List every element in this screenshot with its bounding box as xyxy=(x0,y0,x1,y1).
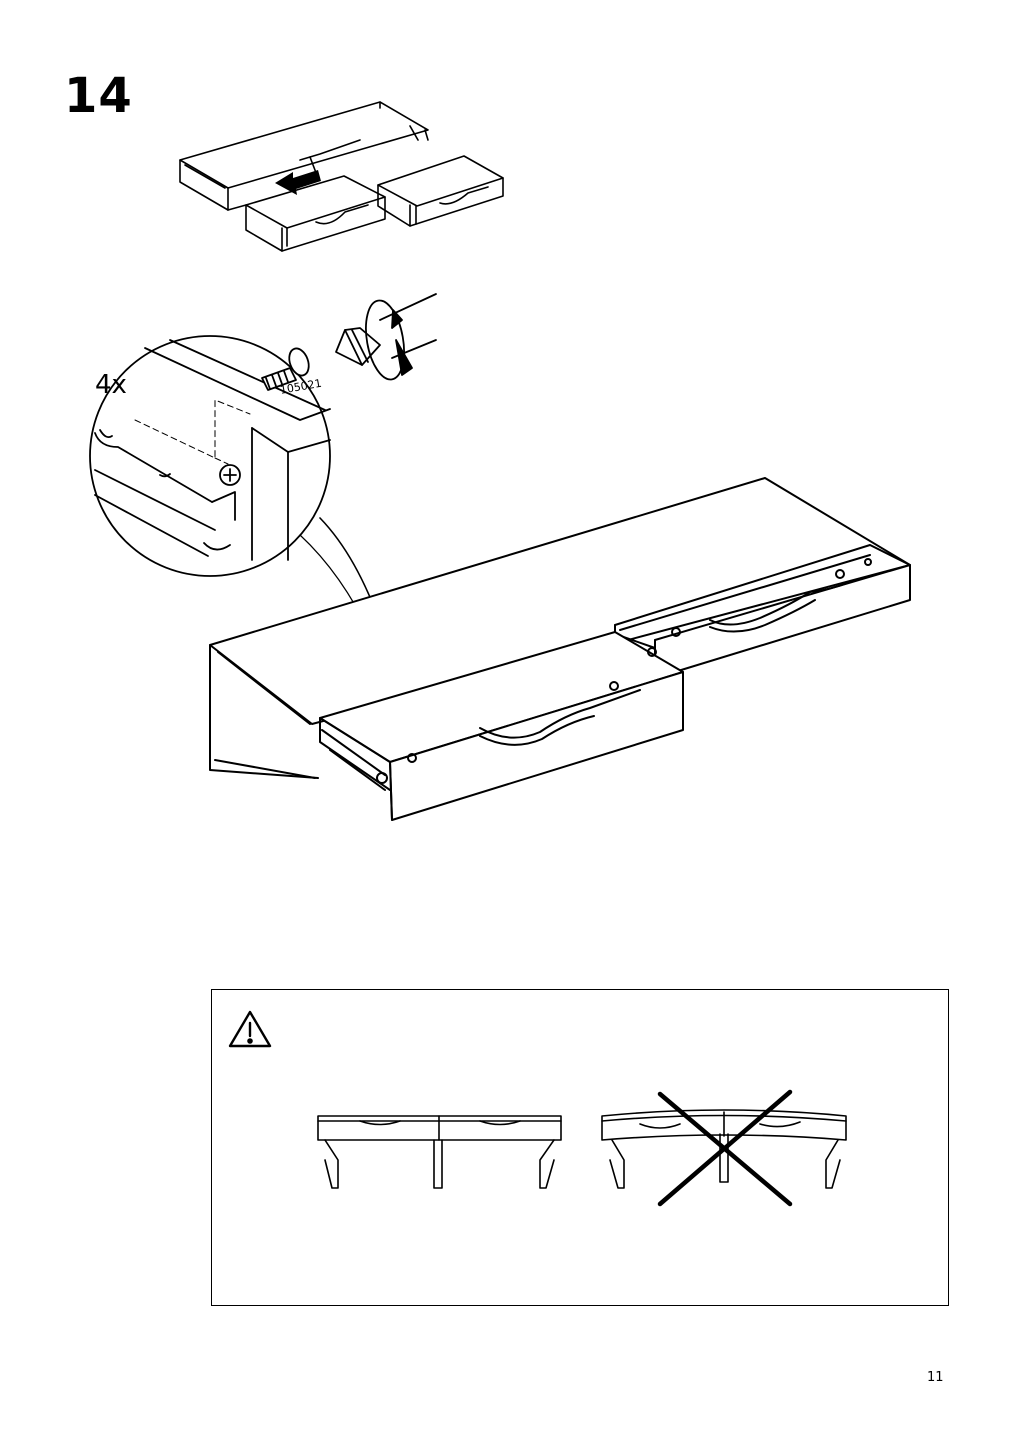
step-number: 14 xyxy=(64,68,133,124)
warning-triangle-icon xyxy=(228,1010,272,1048)
main-unit xyxy=(209,477,911,821)
cross-out-icon xyxy=(657,1089,793,1207)
correct-desk xyxy=(317,1115,562,1189)
quantity-label: 4x xyxy=(95,370,127,400)
warning-panel xyxy=(211,989,949,1306)
overview-diagram xyxy=(179,101,504,252)
page-number: 11 xyxy=(927,1370,944,1385)
screw xyxy=(261,347,310,391)
screwdriver xyxy=(335,293,437,381)
incorrect-desk xyxy=(601,1109,847,1189)
